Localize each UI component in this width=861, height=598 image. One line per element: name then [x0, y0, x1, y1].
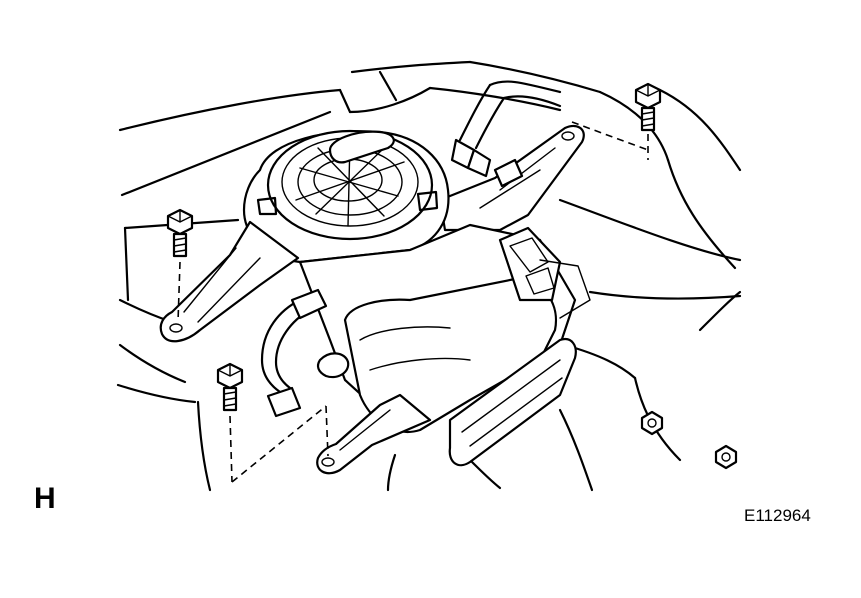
- view-letter: H: [34, 482, 56, 515]
- bolt-icon: [216, 362, 244, 412]
- nut-icon: [714, 444, 738, 470]
- bolt-guide-line: [231, 405, 327, 483]
- figure-code: E112964: [744, 506, 811, 525]
- right-mount-bracket: [438, 124, 585, 232]
- bottom-mount-arm: [316, 393, 432, 475]
- air-hose: [450, 80, 562, 178]
- blower-case-body: [298, 223, 577, 467]
- left-mount-arm: [159, 220, 300, 343]
- bolt-guide-line: [325, 405, 329, 457]
- vehicle-body-panel-lines: [116, 60, 742, 492]
- blower-fan-housing: [242, 129, 450, 264]
- nut-icon: [640, 410, 664, 436]
- case-connector: [498, 226, 591, 319]
- bolt-guide-line: [177, 261, 181, 323]
- bolt-icon: [634, 82, 662, 132]
- wire-harness: [260, 288, 350, 418]
- bolt-icon: [166, 208, 194, 258]
- bolt-guide-line: [229, 415, 233, 483]
- bolt-guide-line: [571, 121, 649, 151]
